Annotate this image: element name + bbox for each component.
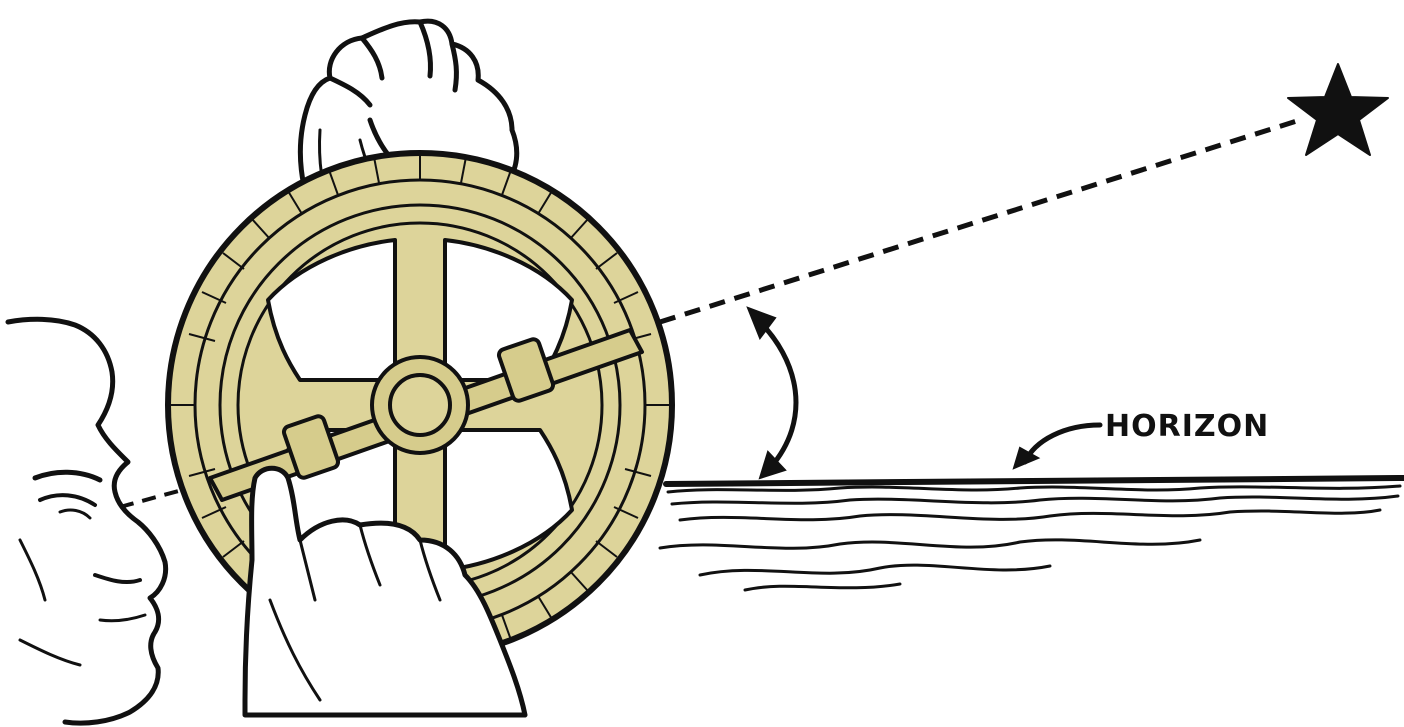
horizon-label: HORIZON xyxy=(1105,409,1270,444)
star-icon xyxy=(1287,63,1389,156)
arc-arrowhead-bottom xyxy=(758,450,787,480)
horizon-pointer-arrow xyxy=(1012,422,1103,470)
altitude-angle-arc xyxy=(746,306,799,480)
star-sight-line xyxy=(659,117,1301,325)
astrolabe-hub xyxy=(370,355,470,455)
arc-arrowhead-top xyxy=(746,306,777,341)
horizon-line xyxy=(663,475,1404,487)
lower-hand xyxy=(242,465,528,718)
observer-face xyxy=(5,316,169,726)
horizon-sea xyxy=(658,475,1404,592)
